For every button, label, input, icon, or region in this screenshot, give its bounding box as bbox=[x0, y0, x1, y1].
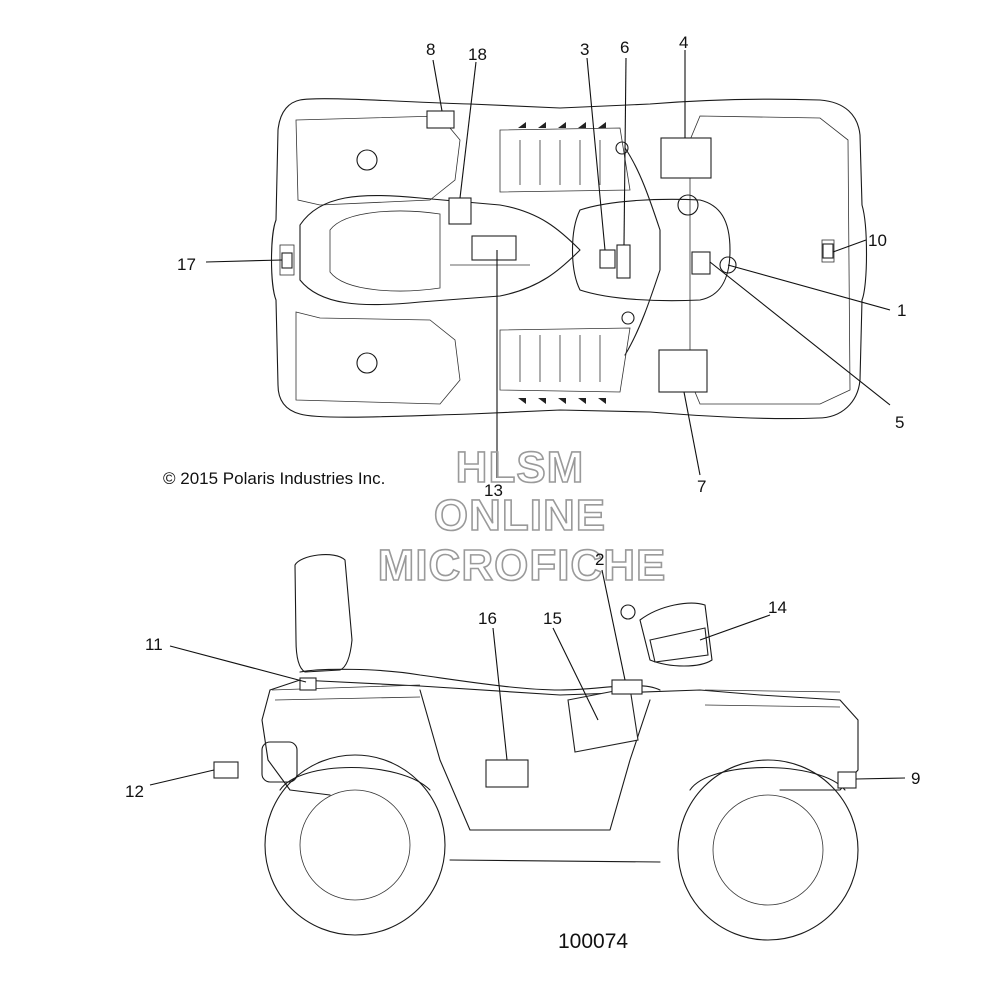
watermark-line1: HLSM bbox=[456, 443, 585, 492]
callout-7: 7 bbox=[697, 477, 706, 496]
decal-13 bbox=[471, 235, 517, 261]
callout-8: 8 bbox=[426, 40, 435, 59]
front-wheel bbox=[677, 759, 859, 941]
atv-side-view bbox=[149, 554, 906, 941]
decal-11 bbox=[299, 677, 317, 691]
part-number: 100074 bbox=[558, 930, 628, 953]
footwell-left bbox=[499, 127, 631, 193]
callout-10: 10 bbox=[868, 231, 887, 250]
callout-14: 14 bbox=[768, 598, 787, 617]
decal-8 bbox=[426, 110, 455, 129]
decal-14 bbox=[649, 627, 709, 663]
callout-9: 9 bbox=[911, 769, 920, 788]
callout-17: 17 bbox=[177, 255, 196, 274]
decal-10 bbox=[822, 243, 834, 259]
callout-13: 13 bbox=[484, 481, 503, 500]
decal-6 bbox=[616, 244, 631, 279]
callout-1: 1 bbox=[897, 301, 906, 320]
decal-2 bbox=[611, 679, 643, 695]
callout-2: 2 bbox=[595, 550, 604, 569]
decal-5 bbox=[691, 251, 711, 275]
decal-18 bbox=[448, 197, 472, 225]
copyright-text: © 2015 Polaris Industries Inc. bbox=[163, 469, 385, 488]
callout-6: 6 bbox=[620, 38, 629, 57]
rear-wheel bbox=[264, 754, 446, 936]
leader-lines-top bbox=[205, 50, 891, 478]
callout-16: 16 bbox=[478, 609, 497, 628]
decal-4 bbox=[660, 137, 712, 179]
watermark-line2: ONLINE bbox=[434, 491, 606, 540]
decal-15 bbox=[567, 687, 639, 753]
decal-7 bbox=[658, 349, 708, 393]
watermark: HLSM ONLINE MICROFICHE bbox=[377, 442, 667, 591]
callout-18: 18 bbox=[468, 45, 487, 64]
atv-top-view bbox=[205, 50, 891, 478]
decal-12 bbox=[213, 761, 239, 779]
callout-4: 4 bbox=[679, 33, 688, 52]
callout-15: 15 bbox=[543, 609, 562, 628]
callout-labels: 8 18 3 6 4 10 17 1 5 7 13 2 14 16 15 11 … bbox=[125, 33, 920, 801]
decal-16 bbox=[485, 759, 529, 788]
callout-5: 5 bbox=[895, 413, 904, 432]
decal-9 bbox=[837, 771, 857, 789]
decal-3 bbox=[599, 249, 616, 269]
callout-11: 11 bbox=[145, 635, 163, 654]
decal-17 bbox=[281, 252, 293, 269]
leader-lines-side bbox=[149, 569, 906, 786]
callout-12: 12 bbox=[125, 782, 144, 801]
watermark-line3: MICROFICHE bbox=[378, 541, 667, 590]
footwell-right bbox=[499, 327, 631, 393]
callout-3: 3 bbox=[580, 40, 589, 59]
